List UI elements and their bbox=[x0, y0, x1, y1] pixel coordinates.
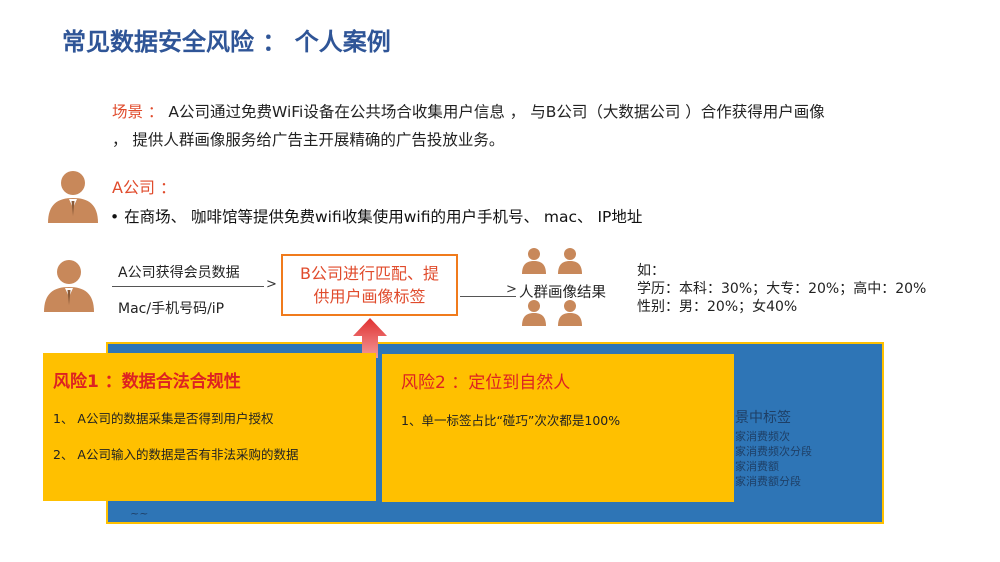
stats-line: 性别：男：20%；女40% bbox=[637, 299, 798, 315]
flow-arrow-line bbox=[460, 296, 516, 297]
crowd-portrait-result: 人群画像结果 bbox=[519, 285, 606, 301]
hidden-line: 家消费频次 bbox=[735, 430, 790, 443]
person-icon bbox=[44, 260, 94, 312]
company-a-label: A公司 ： bbox=[112, 178, 177, 197]
stats-line: 如： bbox=[637, 263, 665, 279]
risk1-box bbox=[43, 353, 376, 501]
b-company-text: B公司进行匹配、提供用户画像标签 bbox=[300, 264, 439, 306]
person-icon bbox=[48, 171, 98, 223]
risk1-item: 1、 A公司的数据采集是否得到用户授权 bbox=[53, 411, 274, 426]
b-company-box: B公司进行匹配、提供用户画像标签 bbox=[281, 254, 458, 316]
scenario-text: A公司通过免费WiFi设备在公共场合收集用户信息 ， 与B公司（大数据公司 ）合… bbox=[112, 103, 825, 149]
flow-arrow-line bbox=[112, 286, 264, 287]
risk2-item: 1、单一标签占比“碰巧”次次都是100% bbox=[401, 413, 621, 428]
up-arrow-icon bbox=[353, 318, 387, 358]
hidden-line: 家消费额 bbox=[735, 460, 779, 473]
hidden-bottom-mark: ~~ bbox=[130, 507, 149, 520]
people-group-icon bbox=[522, 248, 582, 326]
company-a-bullet: • 在商场、 咖啡馆等提供免费wifi收集使用wifi的用户手机号、 mac、 … bbox=[110, 208, 643, 226]
scenario-label: 场景 ： bbox=[112, 103, 164, 121]
stats-line: 学历：本科：30%；大专：20%；高中：20% bbox=[637, 281, 927, 297]
mac-phone-ip-label: Mac/手机号码/iP bbox=[118, 301, 225, 317]
risk2-title: 风险2 ：定位到自然人 bbox=[401, 373, 571, 393]
arrow-head-icon: > bbox=[506, 282, 517, 297]
hidden-line: 家消费频次分段 bbox=[735, 445, 812, 458]
scenario-paragraph: 场景 ： A公司通过免费WiFi设备在公共场合收集用户信息 ， 与B公司（大数据… bbox=[112, 98, 832, 154]
member-data-label: A公司获得会员数据 bbox=[118, 265, 240, 281]
risk1-title: 风险1 ：数据合法合规性 bbox=[53, 372, 241, 392]
stats-block: 如： 学历：本科：30%；大专：20%；高中：20% 性别：男：20%；女40% bbox=[637, 262, 926, 316]
risk1-item: 2、 A公司输入的数据是否有非法采购的数据 bbox=[53, 447, 299, 462]
hidden-heading: 景中标签 bbox=[735, 410, 791, 426]
arrow-head-icon: > bbox=[266, 277, 277, 292]
hidden-line: 家消费额分段 bbox=[735, 475, 801, 488]
page-title: 常见数据安全风险 ： 个人案例 bbox=[62, 28, 391, 56]
risk2-box bbox=[382, 354, 734, 502]
